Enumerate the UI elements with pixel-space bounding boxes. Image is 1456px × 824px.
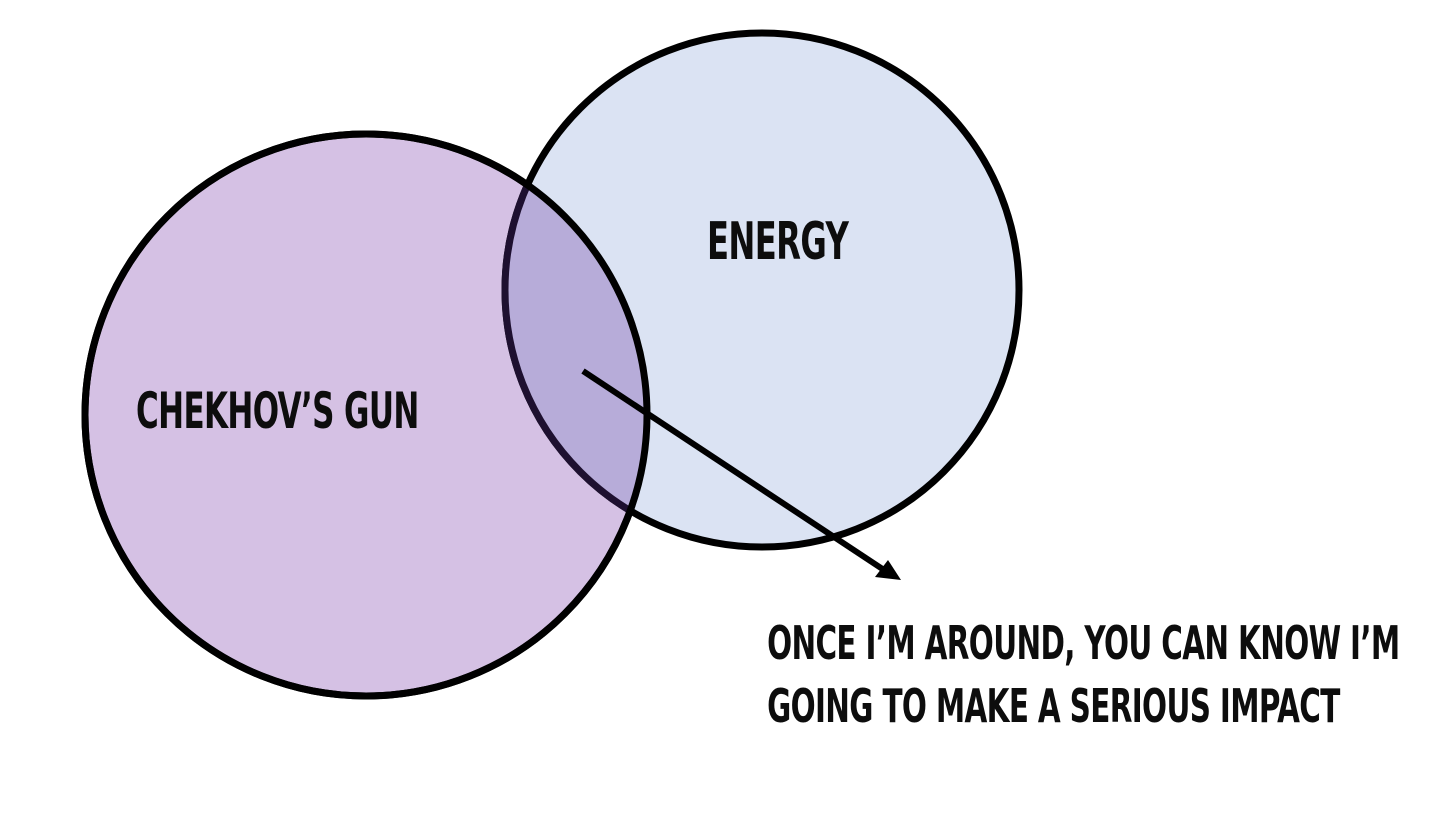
annotation-caption: ONCE I’M AROUND, YOU CAN KNOW I’M GOING … — [640, 612, 1400, 738]
arrow-head — [875, 560, 901, 580]
energy-label: ENERGY — [707, 212, 849, 272]
energy-circle-outline-in-overlap — [501, 134, 647, 551]
annotation-line-1: ONCE I’M AROUND, YOU CAN KNOW I’M — [767, 616, 1400, 670]
annotation-line-2: GOING TO MAKE A SERIOUS IMPACT — [767, 679, 1340, 733]
chekhovs-gun-label: CHEKHOV’S GUN — [136, 382, 419, 440]
arrow-line — [581, 368, 886, 573]
